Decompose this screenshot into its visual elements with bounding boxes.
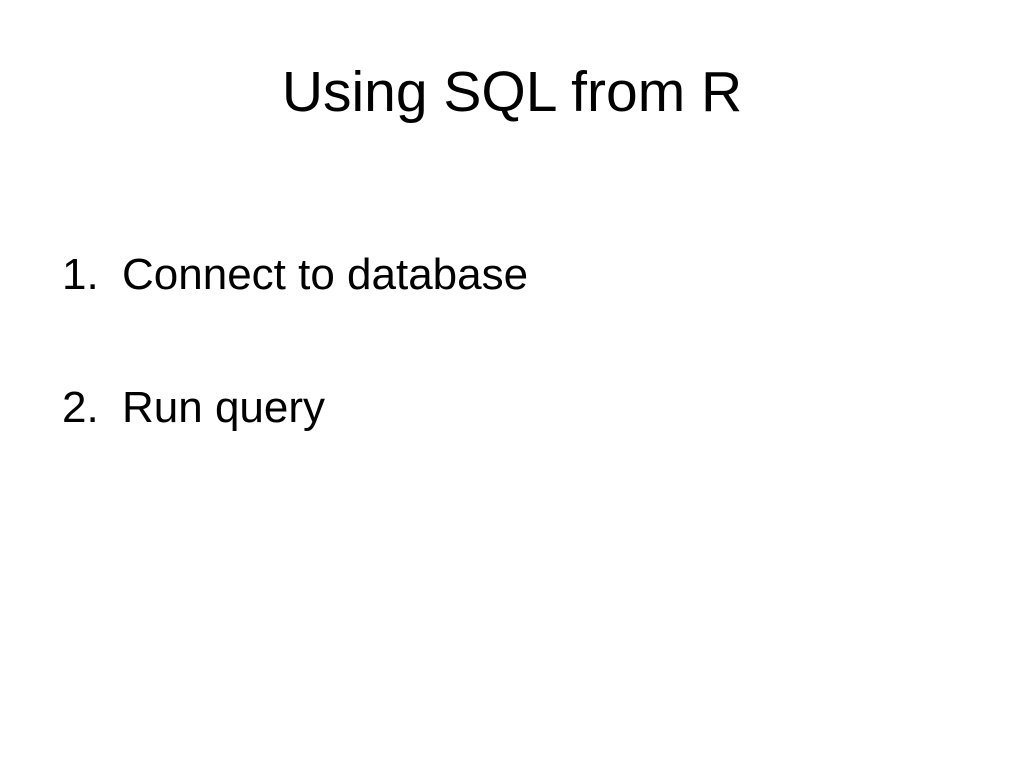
list-item-text: Connect to database (122, 250, 529, 299)
list-item: 2. Run query (62, 383, 984, 433)
list-item-number: 1. (62, 250, 99, 299)
list-item: 1. Connect to database (62, 250, 984, 299)
slide-title: Using SQL from R (281, 60, 743, 124)
list-item-text: Run query (122, 383, 326, 433)
list-item-number: 2. (62, 383, 99, 433)
numbered-list: 1. Connect to database 2. Run query (62, 250, 984, 518)
